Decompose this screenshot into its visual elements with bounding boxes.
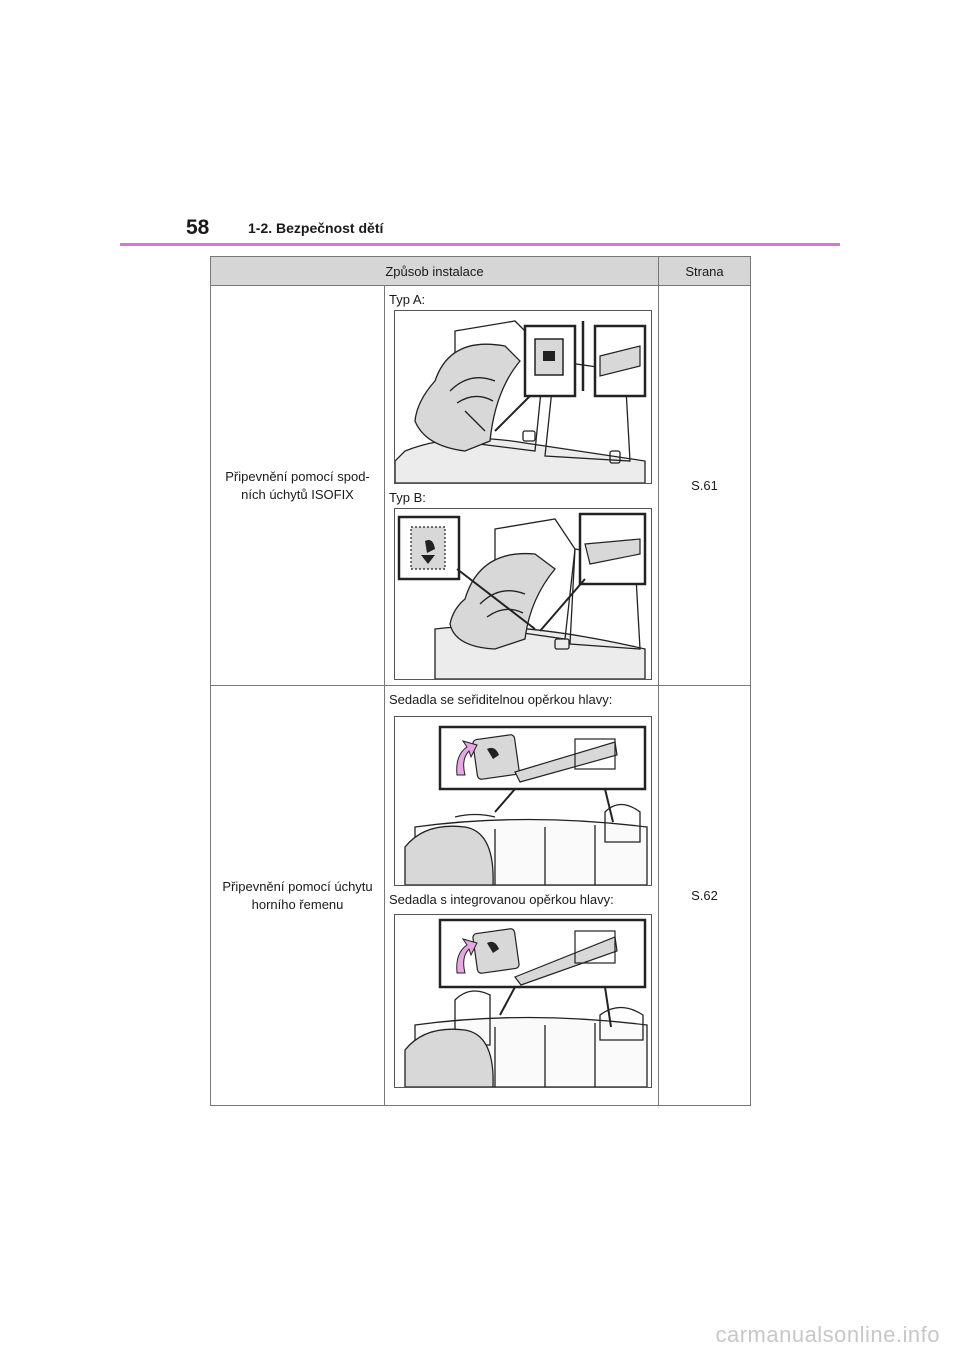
figure-cell-top-tether: Sedadla se seřiditelnou opěrkou hlavy:: [384, 685, 659, 1106]
figure-cell-isofix: Typ A:: [384, 285, 659, 686]
footer-watermark: carmanualsonline.info: [715, 1322, 940, 1347]
isofix-seat-icon: [523, 324, 577, 398]
table-header-row: Způsob instalace Strana: [210, 256, 751, 286]
figure-label-type-b: Typ B:: [389, 490, 426, 505]
figure-label-integrated-headrest: Sedadla s integrovanou opěrkou hlavy:: [389, 892, 614, 907]
figure-isofix-type-a: [394, 310, 652, 484]
section-title: 1-2. Bezpečnost dětí: [248, 220, 384, 236]
pink-arrow-icon: [456, 938, 478, 974]
table-row: Připevnění pomocí úchytu horního řemenu …: [210, 685, 751, 1106]
page-cell-isofix: S.61: [658, 285, 751, 686]
figure-tether-integrated-headrest: [394, 914, 652, 1088]
method-cell-top-tether: Připevnění pomocí úchytu horního řemenu: [210, 685, 385, 1106]
installation-table: Způsob instalace Strana Připevnění pomoc…: [210, 256, 751, 1106]
col-header-method: Způsob instalace: [210, 256, 659, 286]
col-header-page: Strana: [658, 256, 751, 286]
header-rule: [120, 243, 840, 246]
page-cell-top-tether: S.62: [658, 685, 751, 1106]
table-row: Připevnění pomocí spod- ních úchytů ISOF…: [210, 285, 751, 686]
figure-isofix-type-b: [394, 508, 652, 680]
method-text-top-tether: Připevnění pomocí úchytu horního řemenu: [222, 878, 373, 912]
top-tether-icon: [472, 734, 520, 780]
method-text-isofix: Připevnění pomocí spod- ních úchytů ISOF…: [225, 468, 370, 502]
figure-label-type-a: Typ A:: [389, 292, 426, 307]
figure-tether-adjustable-headrest: [394, 716, 652, 886]
top-tether-icon: [472, 928, 520, 974]
isofix-seat-icon: [397, 515, 461, 581]
pink-arrow-icon: [456, 740, 478, 776]
method-cell-isofix: Připevnění pomocí spod- ních úchytů ISOF…: [210, 285, 385, 686]
figure-label-adjustable-headrest: Sedadla se seřiditelnou opěrkou hlavy:: [389, 692, 613, 707]
page-number: 58: [186, 216, 210, 239]
